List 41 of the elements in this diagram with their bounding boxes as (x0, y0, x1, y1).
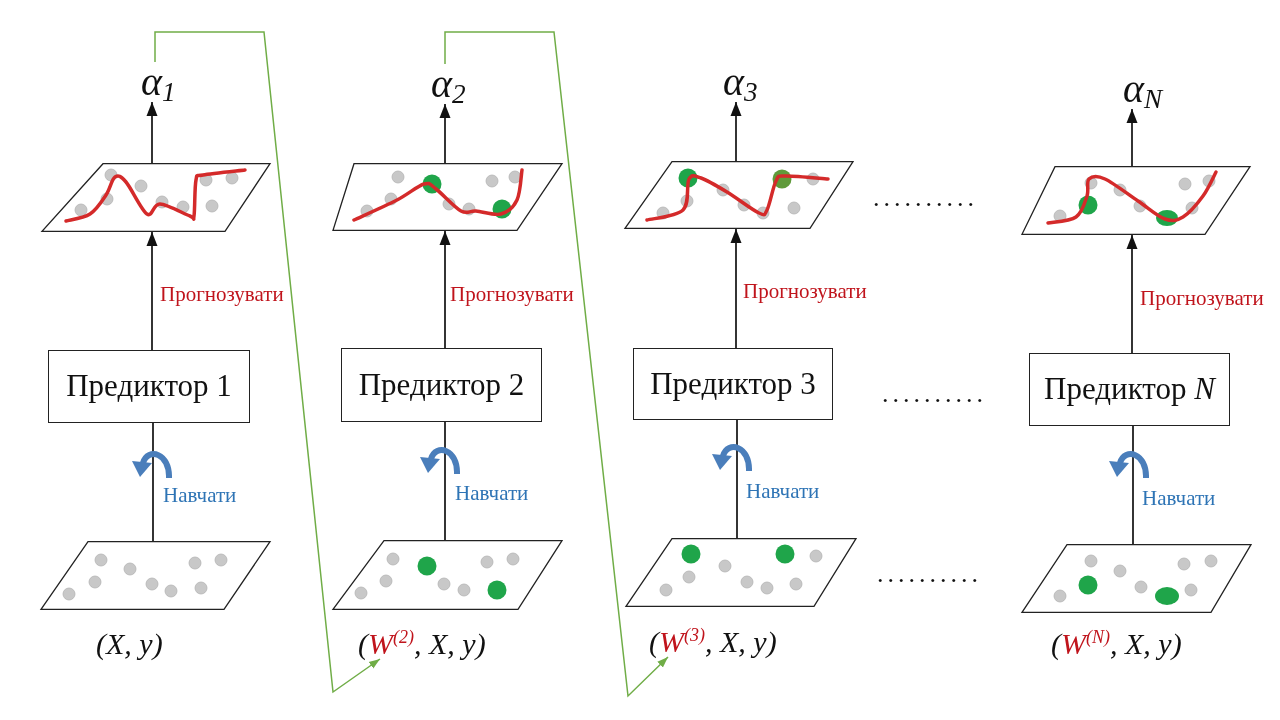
prediction-plane (625, 161, 853, 229)
edge-label: Прогнозувати (743, 281, 867, 302)
arrow (439, 230, 451, 349)
connector-line (736, 419, 738, 539)
predictor-box: Предиктор 3 (633, 348, 833, 420)
training-data-plane (626, 538, 856, 607)
prediction-plane (1022, 166, 1250, 235)
arrow (1126, 234, 1138, 354)
training-data-plane (1022, 544, 1251, 613)
ellipsis-dots: .......... (873, 185, 978, 211)
arrow (146, 231, 158, 351)
ellipsis-dots: .......... (877, 561, 982, 587)
output-weight-label: α$_{2}$ (431, 64, 466, 104)
arrow (146, 101, 158, 164)
dataset-label: (W$^{(2)}$, X, y) (358, 629, 486, 659)
training-data-plane (41, 541, 270, 610)
edge-label: Прогнозувати (450, 284, 574, 305)
predictor-box: Предиктор 2 (341, 348, 542, 422)
output-weight-label: α$_{N}$ (1123, 69, 1163, 109)
arrow (154, 31, 381, 694)
ellipsis-dots: .......... (882, 381, 987, 407)
output-weight-label: α$_{1}$ (141, 62, 176, 102)
prediction-plane (333, 163, 562, 231)
connector-line (444, 421, 446, 541)
predictor-box: Предиктор N (1029, 353, 1230, 426)
connector-line (152, 422, 154, 542)
arrow (439, 103, 451, 164)
dataset-label: (X, y) (96, 629, 163, 659)
connector-line (1132, 425, 1134, 545)
dataset-label: (W$^{(N)}$, X, y) (1051, 629, 1182, 659)
arrow (1126, 108, 1138, 167)
arrow (444, 31, 669, 698)
arrow (730, 101, 742, 162)
output-weight-label: α$_{3}$ (723, 62, 758, 102)
edge-label: Прогнозувати (1140, 288, 1264, 309)
training-data-plane (333, 540, 562, 610)
dataset-label: (W$^{(3)}$, X, y) (649, 627, 777, 657)
predictor-box: Предиктор 1 (48, 350, 250, 423)
prediction-plane (42, 163, 270, 232)
edge-label: Прогнозувати (160, 284, 284, 305)
arrow (730, 228, 742, 349)
